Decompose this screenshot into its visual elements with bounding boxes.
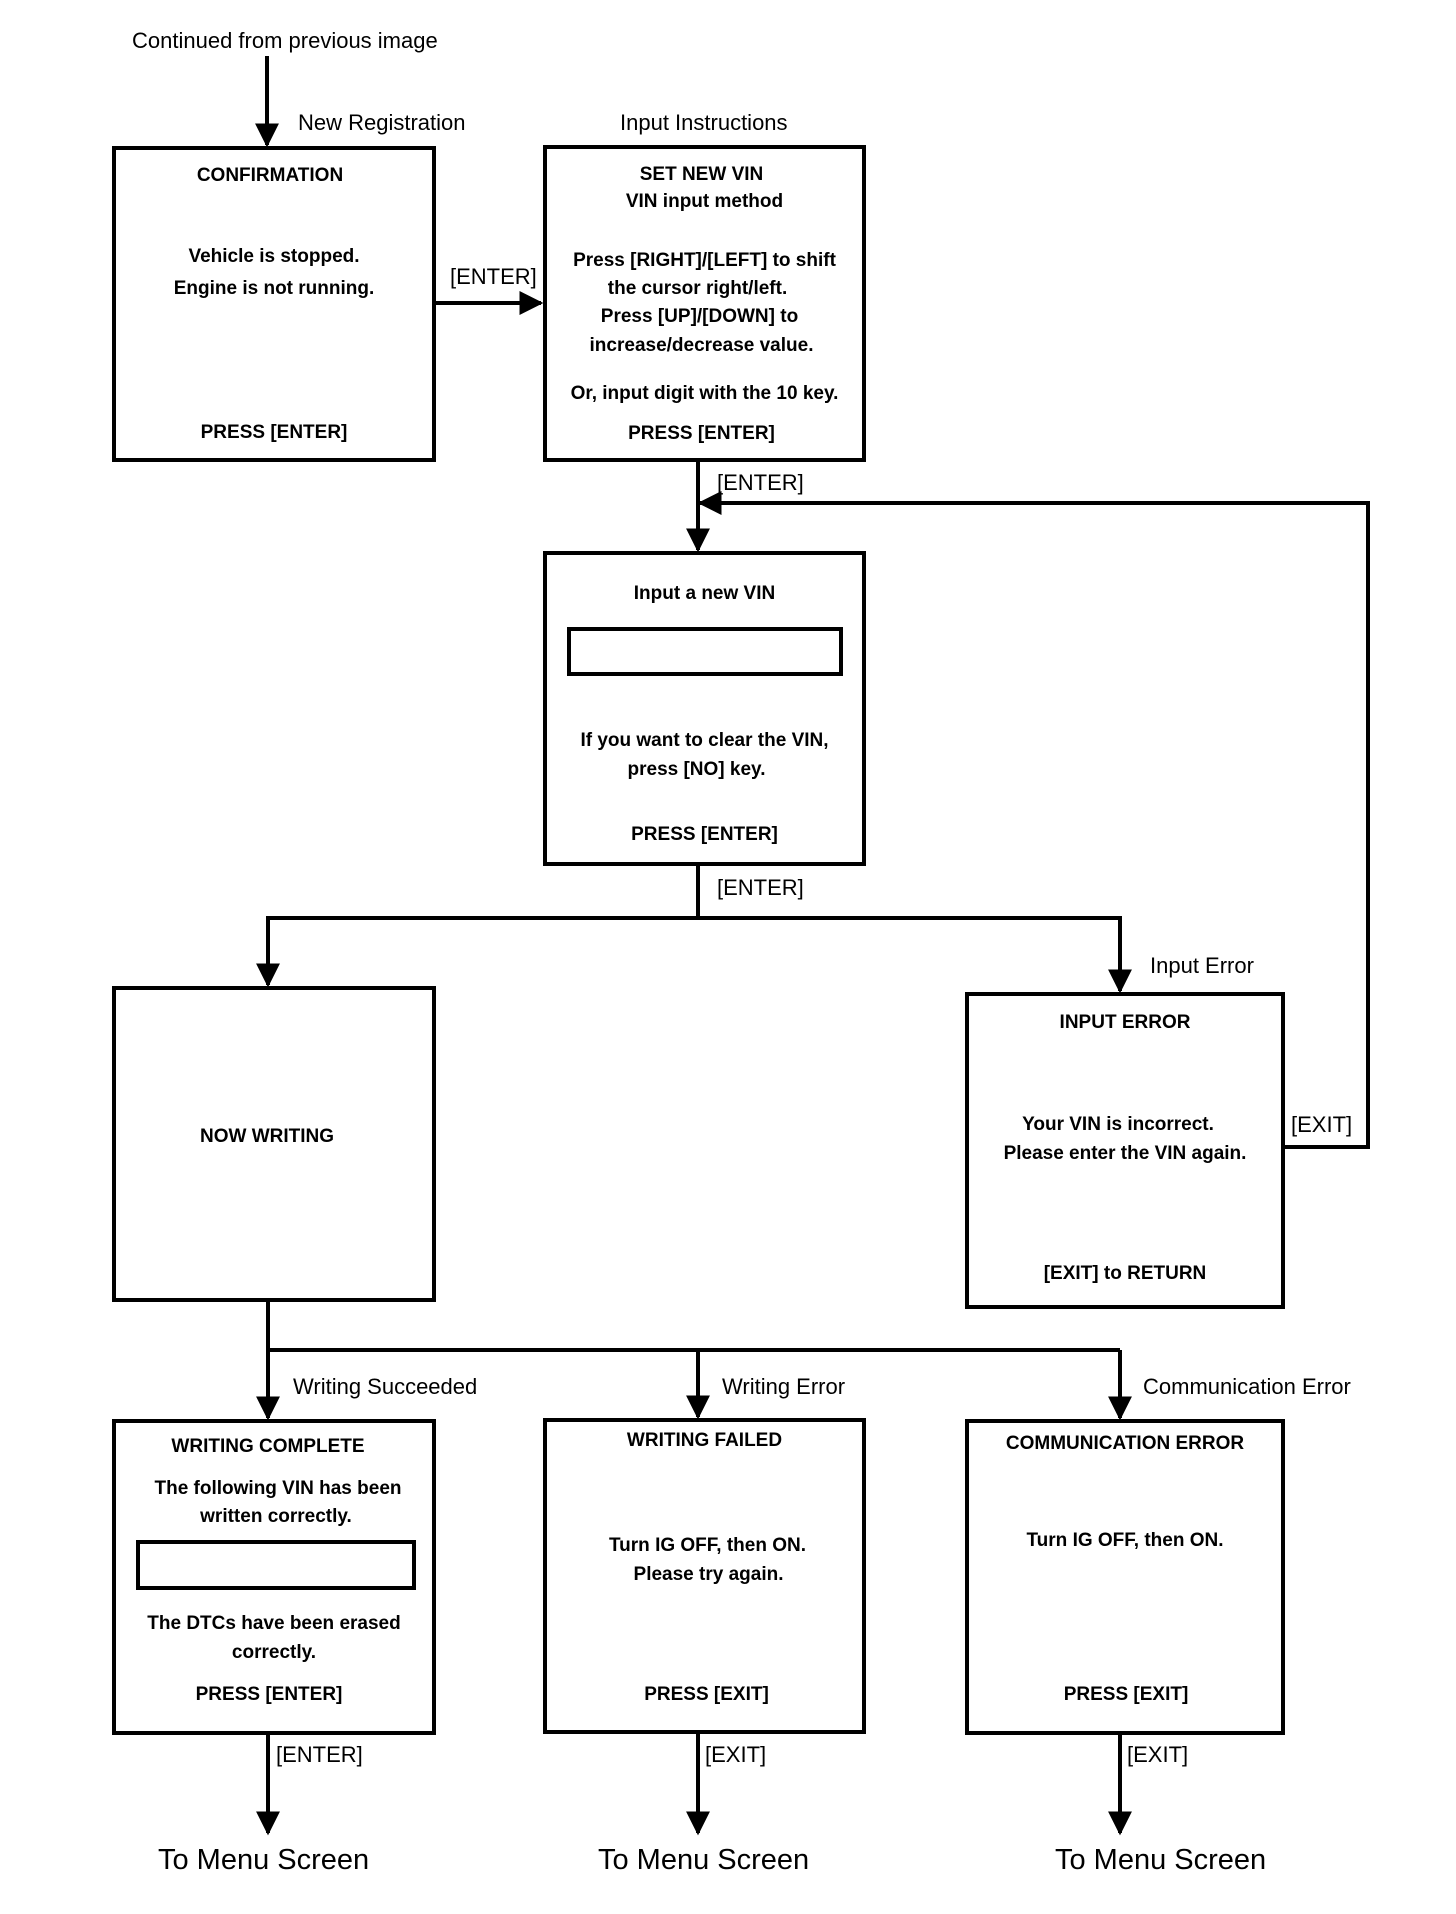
writing-failed-box: WRITING FAILED Turn IG OFF, then ON. Ple… xyxy=(543,1418,866,1734)
input-vin-line1: If you want to clear the VIN, xyxy=(580,730,829,751)
set-new-vin-line4: increase/decrease value. xyxy=(589,335,814,356)
input-vin-title: Input a new VIN xyxy=(633,583,776,604)
confirmation-action: PRESS [ENTER] xyxy=(200,422,348,443)
set-new-vin-line3: Press [UP]/[DOWN] to xyxy=(600,306,799,327)
written-vin-field xyxy=(136,1540,416,1590)
input-error-action: [EXIT] to RETURN xyxy=(1043,1263,1207,1284)
writing-error-label: Writing Error xyxy=(722,1374,846,1399)
writing-complete-line2: written correctly. xyxy=(200,1506,352,1527)
input-error-edge-label: Input Error xyxy=(1150,953,1254,978)
set-new-vin-line1: Press [RIGHT]/[LEFT] to shift xyxy=(573,250,836,271)
input-vin-line2: press [NO] key. xyxy=(627,759,766,780)
confirmation-box: CONFIRMATION Vehicle is stopped. Engine … xyxy=(112,146,436,462)
input-instructions-label: Input Instructions xyxy=(620,110,788,135)
set-new-vin-line5: Or, input digit with the 10 key. xyxy=(570,383,839,404)
arrow-input-error-back-to-input-vin xyxy=(697,491,1370,1149)
set-new-vin-title: SET NEW VIN xyxy=(639,164,764,185)
complete-enter-label: [ENTER] xyxy=(276,1742,363,1767)
input-vin-action: PRESS [ENTER] xyxy=(631,824,778,845)
communication-error-title: COMMUNICATION ERROR xyxy=(1005,1433,1245,1454)
vin-input-field[interactable] xyxy=(567,627,843,676)
input-error-line1: Your VIN is incorrect. xyxy=(1022,1114,1214,1135)
writing-complete-line1: The following VIN has been xyxy=(154,1478,402,1499)
connector-now-writing-split xyxy=(266,1302,1120,1352)
set-new-vin-subtitle: VIN input method xyxy=(625,191,784,212)
confirm-enter-label: [ENTER] xyxy=(450,264,537,289)
continued-label: Continued from previous image xyxy=(132,28,438,53)
writing-succeeded-label: Writing Succeeded xyxy=(293,1374,478,1399)
communication-error-line1: Turn IG OFF, then ON. xyxy=(1026,1530,1224,1551)
set-vin-enter-label: [ENTER] xyxy=(717,470,804,495)
to-menu-screen-right: To Menu Screen xyxy=(1055,1844,1267,1876)
set-new-vin-action: PRESS [ENTER] xyxy=(628,423,775,444)
to-menu-screen-left: To Menu Screen xyxy=(158,1844,370,1876)
comm-exit-label: [EXIT] xyxy=(1127,1742,1189,1767)
input-error-title: INPUT ERROR xyxy=(1059,1012,1191,1033)
arrow-to-now-writing xyxy=(256,916,698,988)
confirmation-title: CONFIRMATION xyxy=(196,165,344,186)
writing-failed-action: PRESS [EXIT] xyxy=(644,1684,769,1705)
input-error-line2: Please enter the VIN again. xyxy=(1003,1143,1247,1164)
writing-failed-title: WRITING FAILED xyxy=(626,1430,783,1451)
now-writing-title: NOW WRITING xyxy=(199,1126,335,1147)
writing-failed-line1: Turn IG OFF, then ON. xyxy=(608,1535,807,1556)
writing-complete-box: WRITING COMPLETE The following VIN has b… xyxy=(112,1419,436,1735)
writing-complete-title: WRITING COMPLETE xyxy=(171,1436,365,1457)
communication-error-box: COMMUNICATION ERROR Turn IG OFF, then ON… xyxy=(965,1419,1285,1735)
input-error-box: INPUT ERROR Your VIN is incorrect. Pleas… xyxy=(965,992,1285,1309)
communication-error-label: Communication Error xyxy=(1143,1374,1351,1399)
set-new-vin-line2: the cursor right/left. xyxy=(607,278,788,299)
failed-exit-label: [EXIT] xyxy=(705,1742,767,1767)
input-vin-box: Input a new VIN If you want to clear the… xyxy=(543,551,866,866)
confirmation-line2: Engine is not running. xyxy=(173,278,375,299)
new-registration-label: New Registration xyxy=(298,110,466,135)
writing-complete-line3: The DTCs have been erased xyxy=(147,1613,401,1634)
set-new-vin-box: SET NEW VIN VIN input method Press [RIGH… xyxy=(543,145,866,462)
communication-error-action: PRESS [EXIT] xyxy=(1063,1684,1189,1705)
writing-complete-line4: correctly. xyxy=(231,1642,317,1663)
input-vin-enter-label: [ENTER] xyxy=(717,875,804,900)
writing-complete-action: PRESS [ENTER] xyxy=(195,1684,343,1705)
now-writing-box: NOW WRITING xyxy=(112,986,436,1302)
arrow-to-input-error xyxy=(698,916,1132,994)
to-menu-screen-middle: To Menu Screen xyxy=(598,1844,810,1876)
input-error-exit-label: [EXIT] xyxy=(1291,1112,1353,1137)
writing-failed-line2: Please try again. xyxy=(633,1564,784,1585)
confirmation-line1: Vehicle is stopped. xyxy=(188,246,360,267)
